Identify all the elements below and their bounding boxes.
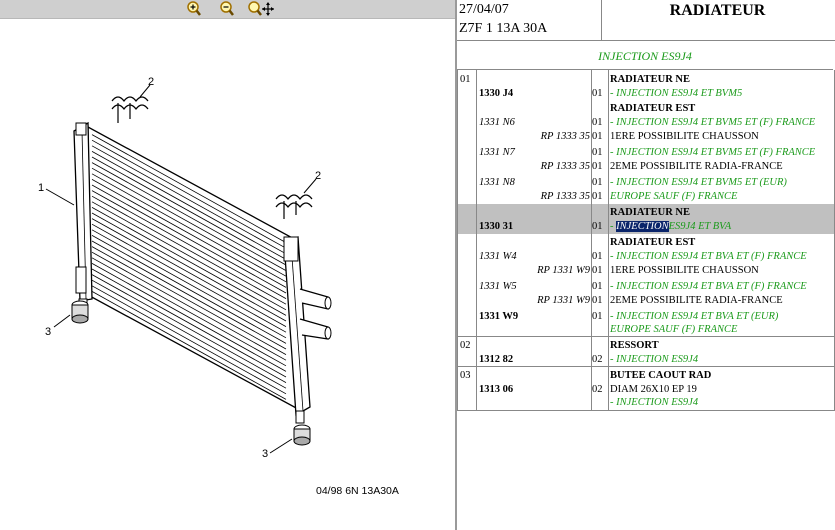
pane-splitter[interactable] <box>455 0 457 530</box>
buffer-bottom <box>293 424 311 446</box>
parts-pane: 27/04/07 Z7F 1 13A 30A RADIATEUR INJECTI… <box>457 0 835 530</box>
header-model: Z7F 1 13A 30A <box>459 21 548 36</box>
zoom-in-icon[interactable] <box>185 1 203 17</box>
parts-table: 01 02 03 RADIATEUR NE 1330 J4 01 - INJEC… <box>457 70 835 411</box>
diagram-caption: 04/98 6N 13A30A <box>316 485 399 497</box>
header-date: 27/04/07 <box>459 2 509 17</box>
spring-top <box>111 96 149 123</box>
callout-3a: 3 <box>45 326 51 338</box>
zoom-toolbar <box>0 0 455 19</box>
buffer-left <box>71 300 89 324</box>
search-highlight: INJECTION <box>616 221 669 232</box>
page-title: RADIATEUR <box>600 0 835 41</box>
group-num: 02 <box>460 340 471 351</box>
callout-3b: 3 <box>262 448 268 460</box>
group-num: 01 <box>460 74 471 85</box>
spring-right <box>275 194 313 219</box>
group-num: 03 <box>460 370 471 381</box>
callout-1: 1 <box>38 182 44 194</box>
radiator-core <box>73 121 332 424</box>
callout-2b: 2 <box>315 170 321 182</box>
zoom-pan-icon[interactable] <box>246 1 274 17</box>
zoom-out-icon[interactable] <box>218 1 236 17</box>
radiator-exploded-diagram: 1 2 2 3 3 04/98 6N 13A30A <box>38 76 399 497</box>
section-title: INJECTION ES9J4 <box>457 41 833 70</box>
callout-2a: 2 <box>148 76 154 88</box>
diagram-pane: 1 2 2 3 3 04/98 6N 13A30A <box>0 0 455 497</box>
header-info: 27/04/07 Z7F 1 13A 30A <box>457 0 602 41</box>
